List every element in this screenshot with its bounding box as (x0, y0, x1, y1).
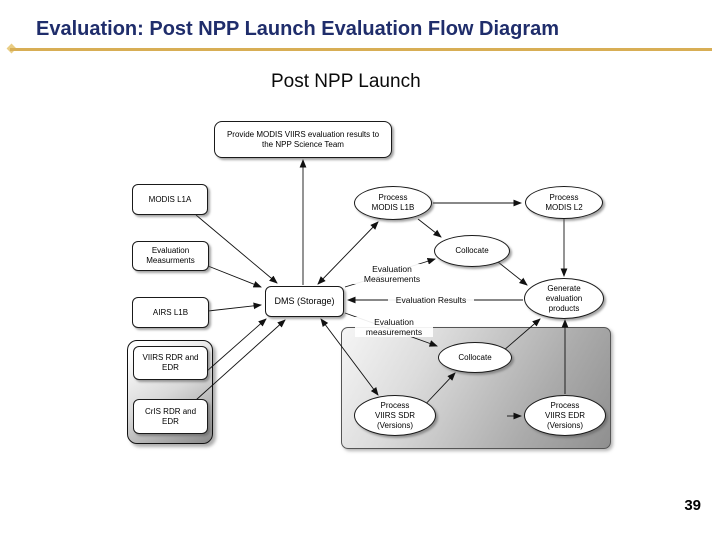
arrow-l1b-to-collocate (417, 218, 442, 238)
arrow-airsl1b-to-dms (207, 302, 262, 312)
node-dms-storage: DMS (Storage) (265, 286, 344, 317)
node-collocate-lower: Collocate (438, 342, 512, 373)
arrow-collocate-lower-to-generate (502, 318, 541, 352)
node-process-modis-l2: Process MODIS L2 (525, 186, 603, 219)
node-modis-l1a: MODIS L1A (132, 184, 208, 215)
node-provide-results: Provide MODIS VIIRS evaluation results t… (214, 121, 392, 158)
label-evaluation-measurements-upper: Evaluation Measurements (352, 264, 432, 285)
arrow-crisrdr-to-dms (195, 319, 286, 401)
arrow-viirsrdr-to-dms (206, 318, 267, 372)
arrow-collocate-to-generate (497, 261, 528, 286)
arrow-dms-modisl1b (317, 221, 379, 285)
arrow-evalmeas-to-dms (207, 265, 262, 288)
arrow-dms-viirssdr (320, 318, 379, 396)
page-number: 39 (684, 497, 701, 514)
node-evaluation-measurments: Evaluation Measurments (132, 241, 209, 271)
node-airs-l1b: AIRS L1B (132, 297, 209, 328)
node-cris-rdr-edr: CrIS RDR and EDR (133, 399, 208, 434)
accent-rule (10, 48, 712, 51)
page-title: Evaluation: Post NPP Launch Evaluation F… (36, 18, 560, 40)
node-process-viirs-sdr: Process VIIRS SDR (Versions) (354, 395, 436, 436)
node-process-viirs-edr: Process VIIRS EDR (Versions) (524, 395, 606, 436)
arrow-modisl1a-to-dms (195, 214, 278, 284)
diagram-subtitle: Post NPP Launch (271, 71, 421, 92)
node-generate-evaluation-products: Generate evaluation products (524, 278, 604, 319)
node-process-modis-l1b: Process MODIS L1B (354, 186, 432, 220)
node-collocate-upper: Collocate (434, 235, 510, 267)
label-evaluation-results: Evaluation Results (388, 295, 474, 306)
label-evaluation-measurements-lower: Evaluation measurements (355, 317, 433, 338)
node-viirs-rdr-edr: VIIRS RDR and EDR (133, 346, 208, 380)
